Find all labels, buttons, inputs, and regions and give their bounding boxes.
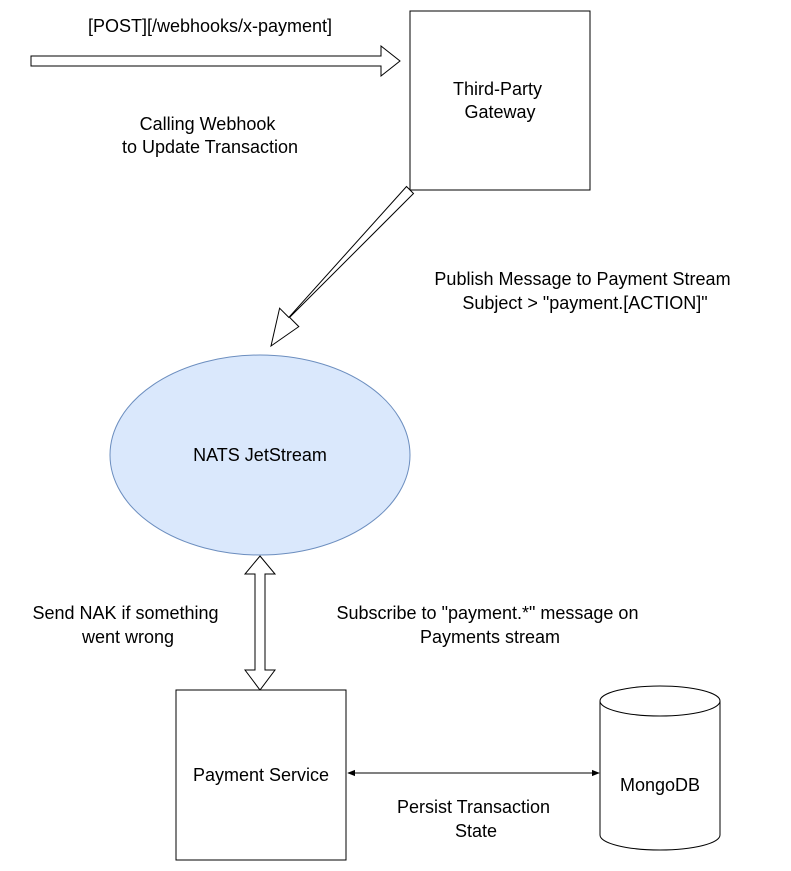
third-party-gateway-label: Third-Party Gateway <box>453 79 547 122</box>
mongodb-cylinder-body <box>599 701 721 851</box>
persist-label: Persist Transaction State <box>397 797 555 841</box>
nats-jetstream-node <box>109 354 411 556</box>
nats-jetstream-label: NATS JetStream <box>193 445 327 465</box>
third-party-gateway-label-line-1: Third-Party <box>453 79 542 99</box>
incoming-request-arrow <box>30 44 401 78</box>
payment-service-node <box>175 689 347 861</box>
calling-webhook-label-line-2: to Update Transaction <box>122 137 298 157</box>
mongodb-node <box>599 685 721 851</box>
send-nak-label: Send NAK if something went wrong <box>32 603 223 647</box>
third-party-gateway-node <box>409 10 591 191</box>
mongodb-label: MongoDB <box>620 775 700 795</box>
subscribe-label-line-2: Payments stream <box>420 627 560 647</box>
send-nak-label-line-1: Send NAK if something <box>32 603 218 623</box>
incoming-request-label: [POST][/webhooks/x-payment] <box>88 16 332 36</box>
subscribe-label: Subscribe to "payment.*" message on Paym… <box>337 603 644 647</box>
persist-label-line-2: State <box>455 821 497 841</box>
third-party-gateway-label-line-2: Gateway <box>464 102 535 122</box>
calling-webhook-label: Calling Webhook to Update Transaction <box>122 114 298 157</box>
calling-webhook-label-line-1: Calling Webhook <box>140 114 277 134</box>
persist-label-line-1: Persist Transaction <box>397 797 550 817</box>
publish-label-line-2: Subject > "payment.[ACTION]" <box>462 293 707 313</box>
payment-service-label: Payment Service <box>193 765 329 785</box>
subscribe-label-line-1: Subscribe to "payment.*" message on <box>337 603 639 623</box>
publish-arrow <box>270 185 415 348</box>
publish-label: Publish Message to Payment Stream Subjec… <box>434 269 735 313</box>
send-nak-label-line-2: went wrong <box>81 627 174 647</box>
publish-label-line-1: Publish Message to Payment Stream <box>434 269 730 289</box>
mongodb-cylinder-top <box>599 685 721 717</box>
subscribe-nak-arrow <box>243 555 277 691</box>
